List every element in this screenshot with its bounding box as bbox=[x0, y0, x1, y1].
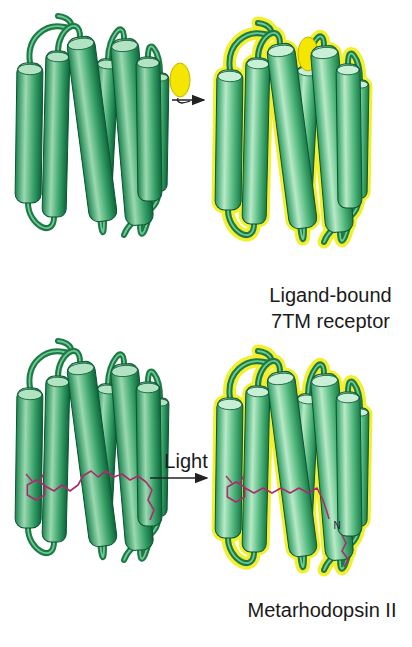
retinal-chain bbox=[45, 471, 154, 520]
helix bbox=[42, 376, 70, 543]
reaction-arrow bbox=[172, 99, 204, 101]
reaction-arrow bbox=[150, 477, 207, 479]
retinal-chain bbox=[245, 488, 329, 519]
figure-label: Metarhodopsin II bbox=[236, 598, 408, 622]
helix bbox=[15, 63, 43, 203]
helix bbox=[136, 382, 162, 526]
helix bbox=[215, 398, 243, 538]
helix bbox=[266, 370, 318, 558]
helix bbox=[336, 392, 362, 536]
helix bbox=[215, 70, 243, 210]
helix bbox=[66, 360, 118, 548]
receptor bbox=[215, 23, 369, 242]
helix bbox=[336, 64, 362, 208]
helix bbox=[336, 64, 362, 208]
helix bbox=[136, 57, 162, 201]
helix bbox=[242, 386, 270, 553]
helix bbox=[242, 58, 270, 225]
retinal-ring bbox=[27, 480, 44, 500]
helix bbox=[242, 58, 270, 225]
receptor bbox=[215, 351, 369, 570]
ligand bbox=[170, 63, 190, 97]
receptor bbox=[15, 16, 169, 235]
helix bbox=[15, 388, 43, 528]
helix bbox=[42, 51, 70, 218]
arrow-label: Light bbox=[158, 449, 214, 473]
helix bbox=[215, 398, 243, 538]
retinal-chain bbox=[342, 535, 348, 567]
binding-curve bbox=[178, 98, 191, 103]
helix bbox=[66, 35, 118, 223]
figure-label: Ligand-bound 7TM receptor bbox=[258, 282, 403, 334]
helix bbox=[215, 70, 243, 210]
helix bbox=[336, 392, 362, 536]
receptor bbox=[15, 341, 169, 560]
atom-label: N bbox=[329, 520, 345, 531]
retinal-ring bbox=[227, 482, 244, 502]
helix bbox=[242, 386, 270, 553]
